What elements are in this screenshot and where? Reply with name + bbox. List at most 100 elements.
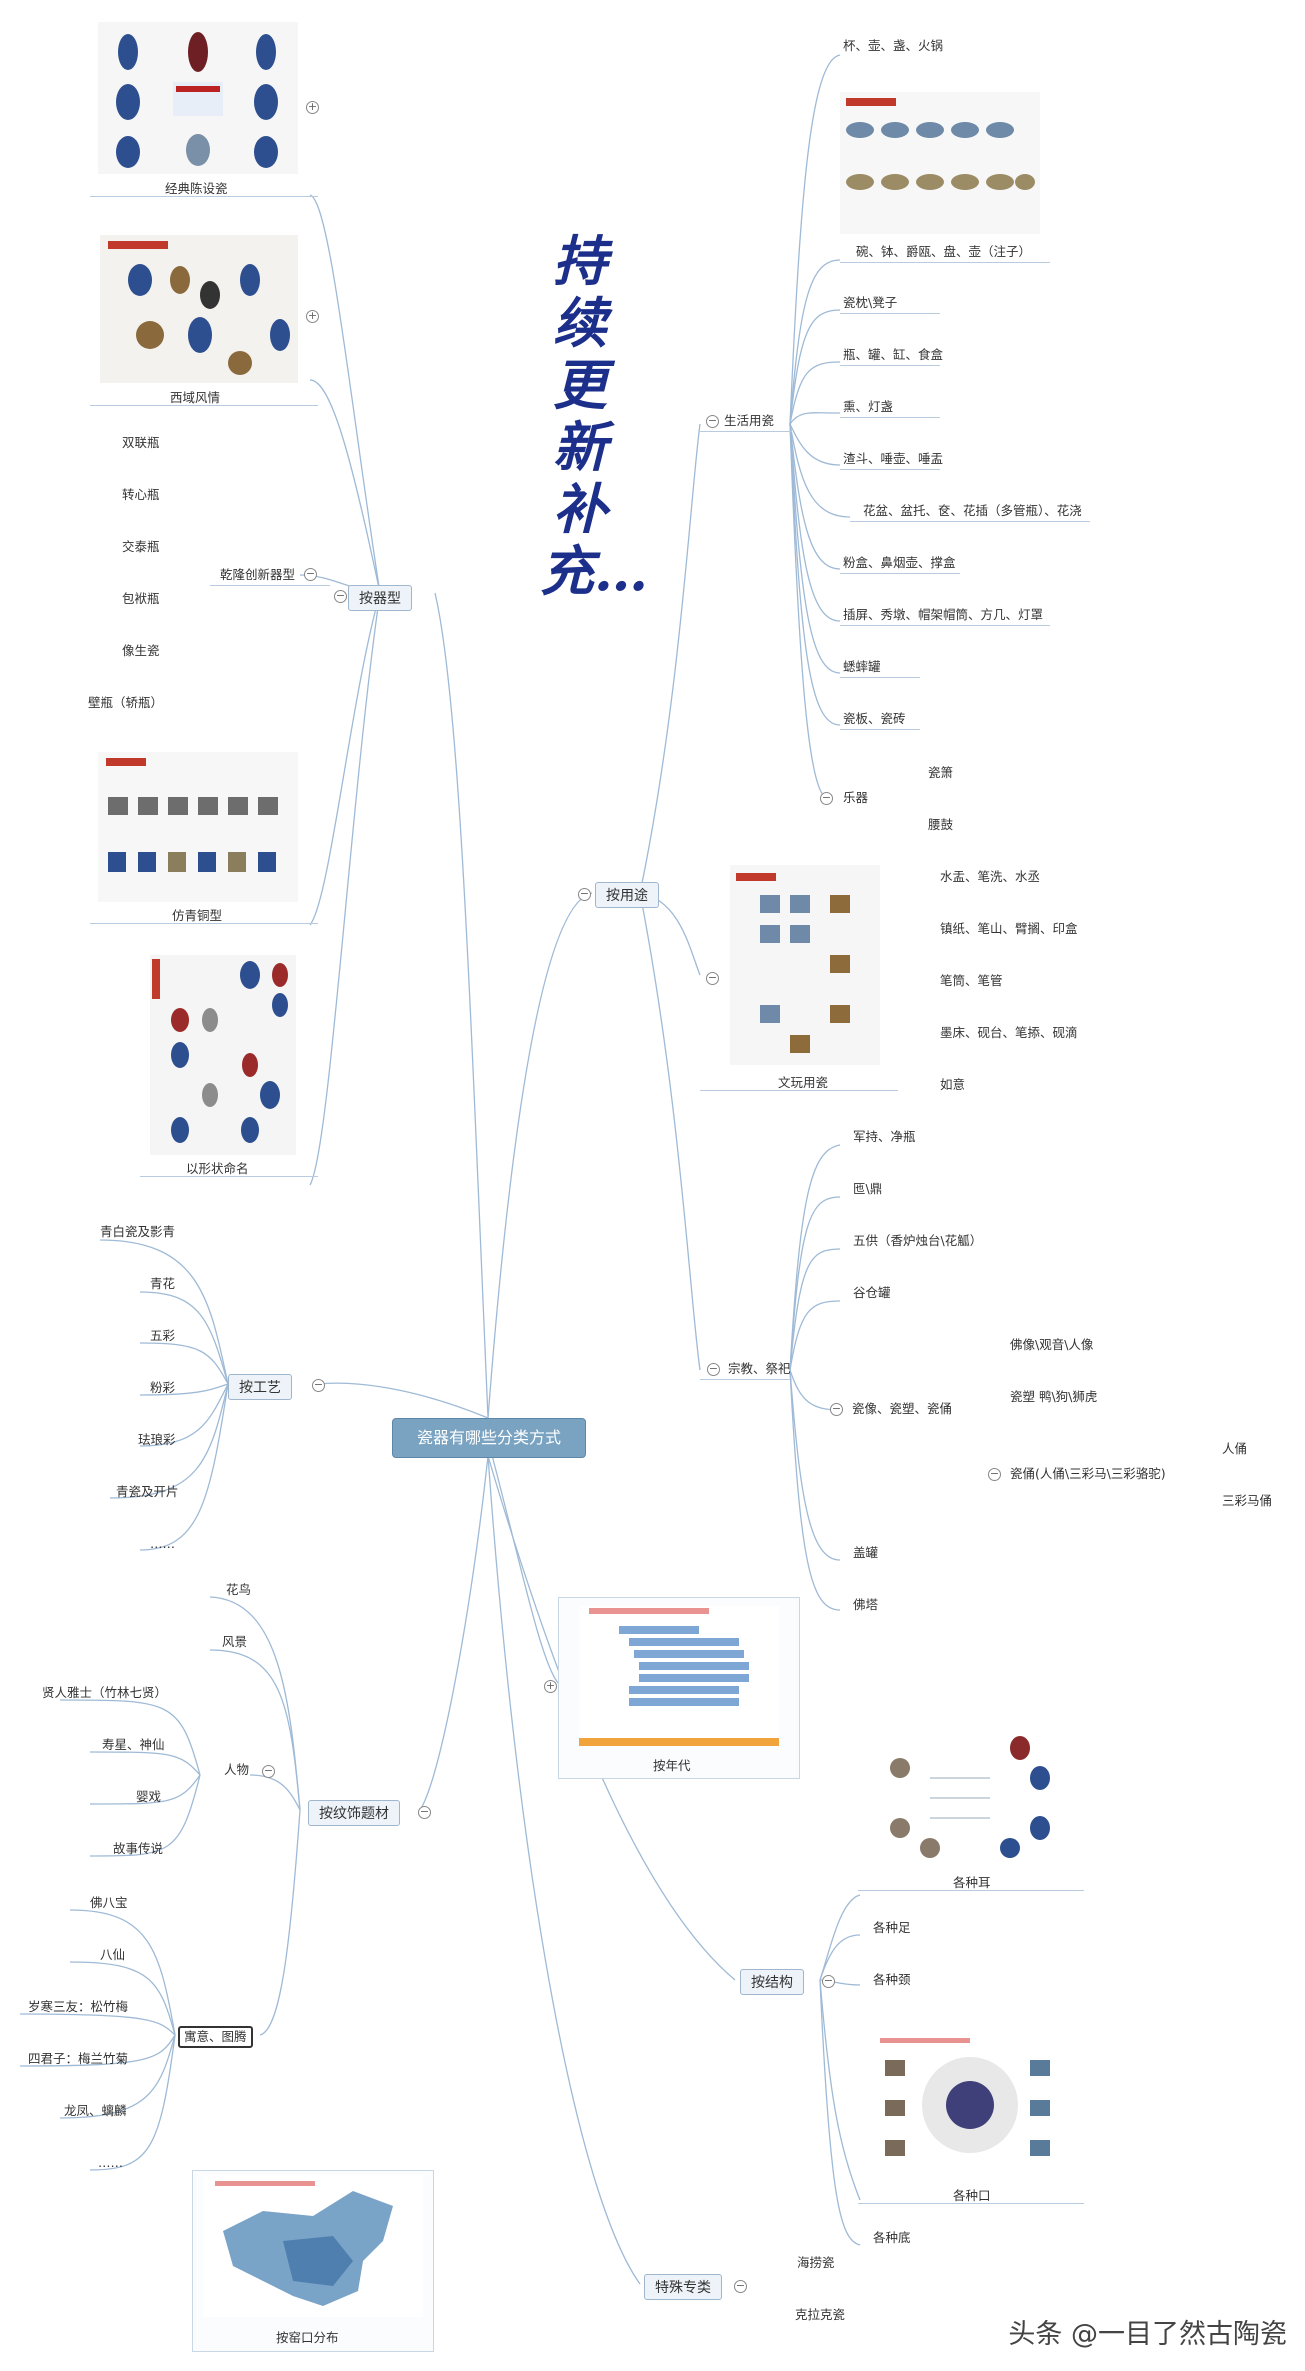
music-item[interactable]: 瓷箫 bbox=[928, 765, 954, 780]
religion-item[interactable]: 盖罐 bbox=[853, 1545, 879, 1560]
expand-toggle[interactable]: + bbox=[544, 1679, 557, 1693]
qianlong-item[interactable]: 像生瓷 bbox=[122, 643, 160, 658]
craft-item[interactable]: 青花 bbox=[150, 1276, 176, 1291]
category-by-use[interactable]: 按用途 bbox=[595, 882, 659, 908]
figure-item[interactable]: 瓷塑 鸭\狗\狮虎 bbox=[1010, 1389, 1098, 1404]
collapse-toggle[interactable]: − bbox=[334, 589, 347, 603]
motif-item[interactable]: 花鸟 bbox=[226, 1582, 252, 1597]
collapse-toggle[interactable]: − bbox=[822, 1974, 835, 1988]
symbol-item[interactable]: …… bbox=[98, 2155, 123, 2170]
life-item[interactable]: 杯、壶、盏、火锅 bbox=[843, 38, 944, 53]
collapse-toggle[interactable]: − bbox=[820, 791, 833, 805]
religion-item[interactable]: 五供（香炉烛台\花觚） bbox=[853, 1233, 983, 1248]
collapse-toggle[interactable]: − bbox=[830, 1402, 843, 1416]
collapse-toggle[interactable]: − bbox=[707, 1362, 720, 1376]
special-item[interactable]: 克拉克瓷 bbox=[795, 2307, 846, 2322]
structure-item[interactable]: 各种底 bbox=[873, 2230, 911, 2245]
expand-toggle[interactable]: + bbox=[306, 309, 319, 323]
category-by-shape[interactable]: 按器型 bbox=[348, 585, 412, 611]
expand-toggle[interactable]: + bbox=[306, 100, 319, 114]
people-item[interactable]: 寿星、神仙 bbox=[102, 1737, 165, 1752]
ears-label: 各种耳 bbox=[953, 1875, 991, 1890]
symbol-item[interactable]: 四君子：梅兰竹菊 bbox=[28, 2051, 129, 2066]
study-item[interactable]: 镇纸、笔山、臂搁、印盒 bbox=[940, 921, 1078, 936]
life-item[interactable]: 花盆、盆托、奁、花插（多管瓶）、花浇 bbox=[863, 503, 1082, 518]
study-item[interactable]: 笔筒、笔管 bbox=[940, 973, 1003, 988]
root-node[interactable]: 瓷器有哪些分类方式 bbox=[392, 1418, 586, 1458]
study-item[interactable]: 水盂、笔洗、水丞 bbox=[940, 869, 1041, 884]
life-item[interactable]: 碗、钵、爵瓯、盘、壶（注子） bbox=[856, 244, 1032, 259]
era-card[interactable] bbox=[558, 1597, 800, 1779]
category-special[interactable]: 特殊专类 bbox=[644, 2274, 722, 2300]
collapse-toggle[interactable]: − bbox=[312, 1378, 325, 1392]
music-instruments[interactable]: 乐器 bbox=[843, 790, 869, 805]
yong-item[interactable]: 人俑 bbox=[1222, 1441, 1248, 1456]
category-by-structure[interactable]: 按结构 bbox=[740, 1969, 804, 1995]
qianlong-innovation[interactable]: 乾隆创新器型 bbox=[220, 567, 296, 582]
collapse-toggle[interactable]: − bbox=[262, 1764, 275, 1778]
china-map-image bbox=[203, 2175, 423, 2317]
people-item[interactable]: 贤人雅士（竹林七贤） bbox=[42, 1685, 168, 1700]
collapse-toggle[interactable]: − bbox=[578, 887, 591, 901]
collapse-toggle[interactable]: − bbox=[418, 1805, 431, 1819]
underline bbox=[840, 262, 1050, 263]
people-item[interactable]: 婴戏 bbox=[136, 1789, 162, 1804]
underline bbox=[858, 2203, 1084, 2204]
qianlong-item[interactable]: 转心瓶 bbox=[122, 487, 160, 502]
religion-item[interactable]: 谷仓罐 bbox=[853, 1285, 891, 1300]
symbol-item[interactable]: 八仙 bbox=[100, 1947, 126, 1962]
qianlong-item[interactable]: 双联瓶 bbox=[122, 435, 160, 450]
western-label: 西域风情 bbox=[170, 390, 221, 405]
motif-item[interactable]: 风景 bbox=[222, 1634, 248, 1649]
symbol-item[interactable]: 龙凤、螭麟 bbox=[64, 2103, 127, 2118]
symbol-item[interactable]: 佛八宝 bbox=[90, 1895, 128, 1910]
structure-item[interactable]: 各种颈 bbox=[873, 1972, 911, 1987]
category-by-craft[interactable]: 按工艺 bbox=[228, 1374, 292, 1400]
study-item[interactable]: 如意 bbox=[940, 1077, 966, 1092]
music-item[interactable]: 腰鼓 bbox=[928, 817, 954, 832]
collapse-toggle[interactable]: − bbox=[734, 2279, 747, 2293]
craft-item[interactable]: …… bbox=[150, 1536, 175, 1551]
life-item[interactable]: 插屏、秀墩、帽架帽筒、方几、灯罩 bbox=[843, 607, 1044, 622]
study-label: 文玩用瓷 bbox=[778, 1075, 829, 1090]
life-item[interactable]: 瓷枕\凳子 bbox=[843, 295, 898, 310]
collapse-toggle[interactable]: − bbox=[706, 971, 719, 985]
figure-sculptures[interactable]: 瓷像、瓷塑、瓷俑 bbox=[852, 1401, 953, 1416]
symbol-item[interactable]: 岁寒三友：松竹梅 bbox=[28, 1999, 129, 2014]
collapse-toggle[interactable]: − bbox=[706, 414, 719, 428]
figure-item[interactable]: 佛像\观音\人像 bbox=[1010, 1337, 1094, 1352]
craft-item[interactable]: 青白瓷及影青 bbox=[100, 1224, 176, 1239]
craft-item[interactable]: 粉彩 bbox=[150, 1380, 176, 1395]
collapse-toggle[interactable]: − bbox=[988, 1467, 1001, 1481]
religion-item[interactable]: 军持、净瓶 bbox=[853, 1129, 916, 1144]
life-use[interactable]: 生活用瓷 bbox=[724, 413, 775, 428]
qianlong-item[interactable]: 交泰瓶 bbox=[122, 539, 160, 554]
life-item[interactable]: 瓶、罐、缸、食盒 bbox=[843, 347, 944, 362]
qianlong-item[interactable]: 包袱瓶 bbox=[122, 591, 160, 606]
craft-item[interactable]: 五彩 bbox=[150, 1328, 176, 1343]
underline bbox=[850, 521, 1090, 522]
life-item[interactable]: 渣斗、唾壶、唾盂 bbox=[843, 451, 944, 466]
life-item[interactable]: 熏、灯盏 bbox=[843, 399, 894, 414]
collapse-toggle[interactable]: − bbox=[304, 567, 317, 581]
life-item[interactable]: 粉盒、鼻烟壶、撑盒 bbox=[843, 555, 956, 570]
life-item[interactable]: 瓷板、瓷砖 bbox=[843, 711, 906, 726]
craft-item[interactable]: 青瓷及开片 bbox=[116, 1484, 179, 1499]
structure-item[interactable]: 各种足 bbox=[873, 1920, 911, 1935]
kiln-map-card[interactable] bbox=[192, 2170, 434, 2352]
religion-item[interactable]: 佛塔 bbox=[853, 1597, 879, 1612]
motif-people[interactable]: 人物 bbox=[224, 1762, 250, 1777]
craft-item[interactable]: 珐琅彩 bbox=[138, 1432, 176, 1447]
qianlong-item[interactable]: 壁瓶（轿瓶） bbox=[88, 695, 164, 710]
yong-figures[interactable]: 瓷俑(人俑\三彩马\三彩骆驼) bbox=[1010, 1466, 1166, 1481]
special-item[interactable]: 海捞瓷 bbox=[797, 2255, 835, 2270]
study-item[interactable]: 墨床、砚台、笔掭、砚滴 bbox=[940, 1025, 1078, 1040]
motif-symbol[interactable]: 寓意、图腾 bbox=[178, 2026, 253, 2048]
religion-ritual[interactable]: 宗教、祭祀 bbox=[728, 1361, 791, 1376]
category-by-motif[interactable]: 按纹饰题材 bbox=[308, 1800, 400, 1826]
people-item[interactable]: 故事传说 bbox=[113, 1841, 164, 1856]
religion-item[interactable]: 匜\鼎 bbox=[853, 1181, 883, 1196]
life-item[interactable]: 蟋蟀罐 bbox=[843, 659, 881, 674]
yong-item[interactable]: 三彩马俑 bbox=[1222, 1493, 1273, 1508]
mouths-image bbox=[870, 2030, 1070, 2180]
